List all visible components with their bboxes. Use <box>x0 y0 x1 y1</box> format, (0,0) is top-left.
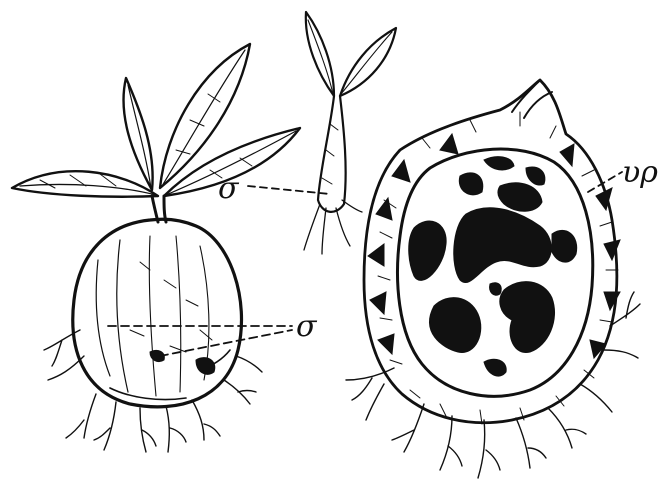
whole-tuber-plant: σ <box>12 44 318 452</box>
tuber-body <box>73 219 242 407</box>
tuber-leaves <box>12 44 300 222</box>
tuber-leader-line-2 <box>160 330 292 356</box>
section-label: υρ <box>622 155 658 190</box>
sectioned-tuber: υρ <box>346 80 658 478</box>
section-cut-face <box>398 149 593 396</box>
seedling-label: σ <box>218 171 240 206</box>
tuber-label: σ <box>296 309 318 344</box>
